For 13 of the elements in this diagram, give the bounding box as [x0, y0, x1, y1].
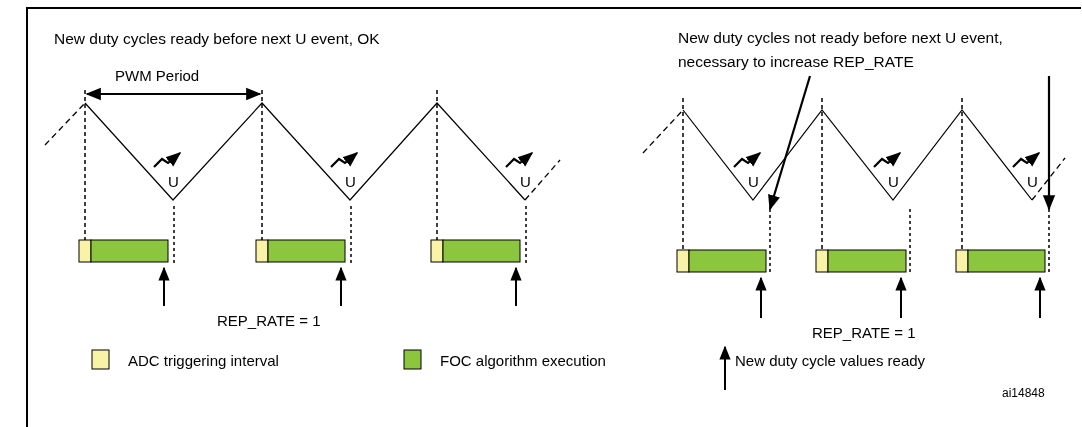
- legend-label: New duty cycle values ready: [735, 351, 926, 370]
- dashed-marker-line: [1048, 208, 1050, 275]
- callout-text: New duty cycles not ready before next U event, necessary to increase REP_RATE: [678, 26, 1053, 74]
- caption-text: New duty cycles ready before next U event, OK: [54, 29, 380, 48]
- leader-arrow: [1042, 76, 1056, 211]
- leader-arrow: [768, 75, 812, 211]
- legend-label: FOC algorithm execution: [440, 351, 606, 370]
- dimension-label: PWM Period: [115, 66, 200, 85]
- parameter-label: REP_RATE = 1: [217, 311, 321, 330]
- dashed-marker-line: [769, 208, 771, 275]
- figure-id: ai14848: [1002, 385, 1045, 402]
- parameter-label: REP_RATE = 1: [812, 323, 916, 342]
- legend-label: ADC triggering interval: [128, 351, 279, 370]
